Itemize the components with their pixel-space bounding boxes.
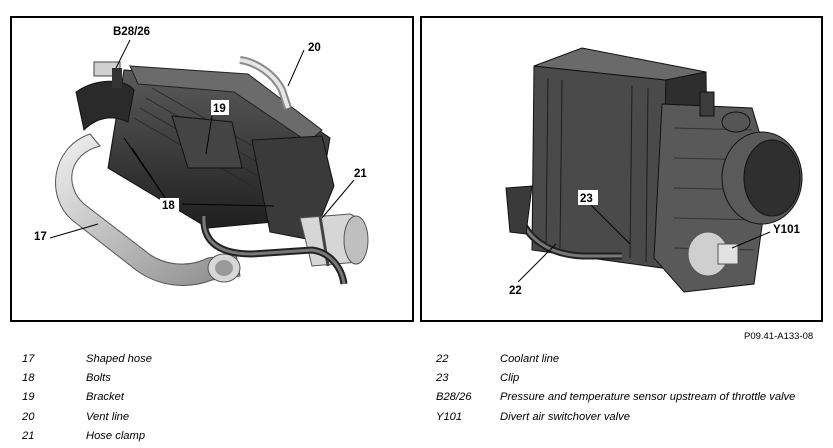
legend-description: Shaped hose [86,352,152,365]
label-23-box [578,190,598,205]
legend-row: B28/26 Pressure and temperature sensor u… [436,388,795,407]
label-18-box [160,198,179,212]
legend-description: Hose clamp [86,429,146,442]
legend-right: 22 Coolant line 23 Clip B28/26 Pressure … [436,349,795,426]
charge-air-cooler-illustration-right: 23 Y101 22 [505,47,803,297]
legend-row: 23 Clip [436,368,795,387]
legend-number: 20 [22,410,35,423]
label-y101: Y101 [773,224,800,236]
legend-description: Clip [500,371,520,384]
legend-description: Pressure and temperature sensor upstream… [500,391,796,404]
legend-row: 18 Bolts [22,368,152,387]
legend-number: B28/26 [436,391,472,404]
legend-row: 22 Coolant line [436,349,795,368]
legend-left: 17 Shaped hose 18 Bolts 19 Bracket 20 Ve… [22,349,152,445]
legend-number: 22 [436,352,449,365]
label-19-box [211,100,229,115]
label-23: 23 [580,193,593,205]
legend-number: 21 [22,429,35,442]
label-b28-26: B28/26 [113,26,150,38]
label-17: 17 [34,231,47,243]
right-illustration-panel: 23 Y101 22 [420,16,823,322]
label-19: 19 [213,103,226,115]
legend-number: 19 [22,391,35,404]
figure-code: P09.41-A133-08 [744,331,814,342]
legend-number: 17 [22,352,35,365]
charge-air-cooler-illustration-left: B28/26 20 19 21 18 17 [34,26,369,286]
legend-row: 17 Shaped hose [22,349,152,368]
legend-number: Y101 [436,410,463,423]
label-20: 20 [308,42,321,54]
label-22: 22 [509,285,522,297]
legend-row: 20 Vent line [22,407,152,426]
legend-row: 21 Hose clamp [22,426,152,445]
legend-description: Bracket [86,391,124,404]
legend-row: 19 Bracket [22,388,152,407]
legend-description: Bolts [86,371,111,384]
legend-description: Coolant line [500,352,560,365]
legend-number: 18 [22,371,35,384]
legend-number: 23 [436,371,449,384]
legend-description: Vent line [86,410,130,423]
label-18: 18 [162,200,175,212]
legend-description: Divert air switchover valve [500,410,630,423]
label-21: 21 [354,168,367,180]
left-illustration-panel: B28/26 20 19 21 18 17 [10,16,414,322]
legend-row: Y101 Divert air switchover valve [436,407,795,426]
